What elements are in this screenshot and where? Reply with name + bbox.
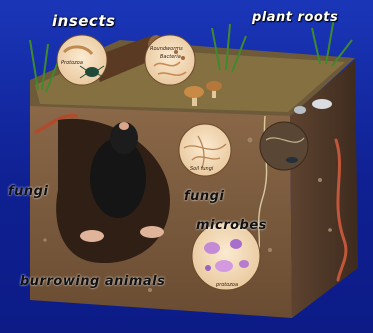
- inset-root-detail: [260, 122, 308, 170]
- caption-bacteria: Bacteria: [160, 54, 181, 60]
- caption-roundworms: Roundworms: [150, 46, 183, 52]
- inset-roundworms-bacteria: [145, 35, 195, 85]
- caption-soil-fungi: Soil fungi: [190, 166, 213, 172]
- label-microbes: microbes: [196, 218, 267, 233]
- caption-protozoa-top: Protozoa: [61, 60, 83, 66]
- label-fungi-left: fungi: [8, 184, 48, 199]
- label-insects: insects: [52, 12, 115, 30]
- caption-protozoa-bottom: protozoa: [216, 282, 238, 288]
- label-plant-roots: plant roots: [252, 10, 338, 25]
- label-burrowing-animals: burrowing animals: [20, 274, 165, 289]
- label-fungi-middle: fungi: [184, 189, 224, 204]
